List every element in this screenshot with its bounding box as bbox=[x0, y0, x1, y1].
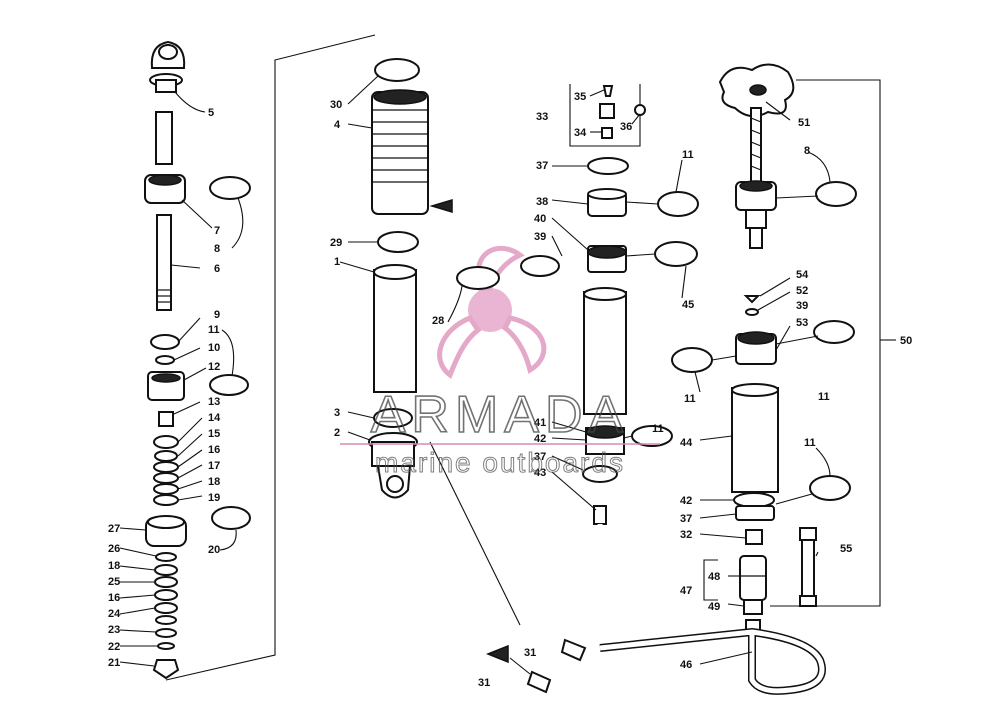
reservoir-assembly bbox=[520, 84, 699, 655]
callout-labels: 5 7 8 6 9 11 10 12 13 14 15 16 17 18 19 … bbox=[108, 91, 912, 689]
callout-53: 53 bbox=[796, 317, 808, 329]
callout-38: 38 bbox=[536, 196, 548, 208]
callout-27: 27 bbox=[108, 523, 120, 535]
main-cylinder-assembly bbox=[339, 58, 521, 626]
callout-52: 52 bbox=[796, 285, 808, 297]
callout-18: 18 bbox=[208, 476, 220, 488]
callout-26: 26 bbox=[108, 543, 120, 555]
callout-17: 17 bbox=[208, 460, 220, 472]
adjuster-assembly bbox=[485, 63, 896, 695]
callout-36: 36 bbox=[620, 121, 632, 133]
callout-15: 15 bbox=[208, 428, 220, 440]
callout-37b: 37 bbox=[534, 451, 546, 463]
callout-28: 28 bbox=[432, 315, 444, 327]
callout-6: 6 bbox=[214, 263, 220, 275]
callout-42b: 42 bbox=[680, 495, 692, 507]
callout-55: 55 bbox=[840, 543, 852, 555]
callout-41: 41 bbox=[534, 417, 546, 429]
callout-9: 9 bbox=[214, 309, 220, 321]
callout-11: 11 bbox=[208, 324, 220, 336]
callout-2: 2 bbox=[334, 427, 340, 439]
callout-19: 19 bbox=[208, 492, 220, 504]
callout-16: 16 bbox=[208, 444, 220, 456]
callout-25: 25 bbox=[108, 576, 120, 588]
callout-54: 54 bbox=[796, 269, 809, 281]
callout-4: 4 bbox=[334, 119, 341, 131]
callout-46: 46 bbox=[680, 659, 692, 671]
callout-5: 5 bbox=[208, 107, 214, 119]
callout-44: 44 bbox=[680, 437, 693, 449]
left-assembly bbox=[119, 40, 251, 680]
callout-50: 50 bbox=[900, 335, 912, 347]
callout-14: 14 bbox=[208, 412, 221, 424]
callout-29: 29 bbox=[330, 237, 342, 249]
callout-40: 40 bbox=[534, 213, 546, 225]
callout-1: 1 bbox=[334, 256, 340, 268]
callout-39: 39 bbox=[534, 231, 546, 243]
callout-20: 20 bbox=[208, 544, 220, 556]
callout-18b: 18 bbox=[108, 560, 120, 572]
callout-8b: 8 bbox=[804, 145, 810, 157]
callout-13: 13 bbox=[208, 396, 220, 408]
callout-49: 49 bbox=[708, 601, 720, 613]
callout-33: 33 bbox=[536, 111, 548, 123]
callout-42a: 42 bbox=[534, 433, 546, 445]
callout-39b: 39 bbox=[796, 300, 808, 312]
callout-35: 35 bbox=[574, 91, 586, 103]
callout-43: 43 bbox=[534, 467, 546, 479]
assembly-bracket-left bbox=[165, 34, 376, 681]
callout-8: 8 bbox=[214, 243, 220, 255]
callout-37a: 37 bbox=[536, 160, 548, 172]
callout-11e: 11 bbox=[804, 437, 816, 449]
callout-24: 24 bbox=[108, 608, 121, 620]
callout-16b: 16 bbox=[108, 592, 120, 604]
callout-3: 3 bbox=[334, 407, 340, 419]
callout-48: 48 bbox=[708, 571, 720, 583]
watermark: ARMADA marine outboards bbox=[340, 385, 660, 479]
callout-47: 47 bbox=[680, 585, 692, 597]
callout-11d: 11 bbox=[684, 393, 696, 405]
callout-31a: 31 bbox=[524, 647, 536, 659]
callout-12: 12 bbox=[208, 361, 220, 373]
callout-22: 22 bbox=[108, 641, 120, 653]
callout-7: 7 bbox=[214, 225, 220, 237]
callout-11c: 11 bbox=[652, 423, 664, 435]
callout-45: 45 bbox=[682, 299, 694, 311]
callout-30: 30 bbox=[330, 99, 342, 111]
watermark-brand: ARMADA bbox=[371, 386, 629, 444]
callout-11f: 11 bbox=[818, 391, 830, 403]
callout-37c: 37 bbox=[680, 513, 692, 525]
callout-11b: 11 bbox=[682, 149, 694, 161]
callout-23: 23 bbox=[108, 624, 120, 636]
watermark-tagline: marine outboards bbox=[375, 447, 625, 478]
callout-34: 34 bbox=[574, 127, 587, 139]
callout-21: 21 bbox=[108, 657, 120, 669]
callout-10: 10 bbox=[208, 342, 220, 354]
callout-31b: 31 bbox=[478, 677, 490, 689]
callout-32: 32 bbox=[680, 529, 692, 541]
callout-51: 51 bbox=[798, 117, 810, 129]
